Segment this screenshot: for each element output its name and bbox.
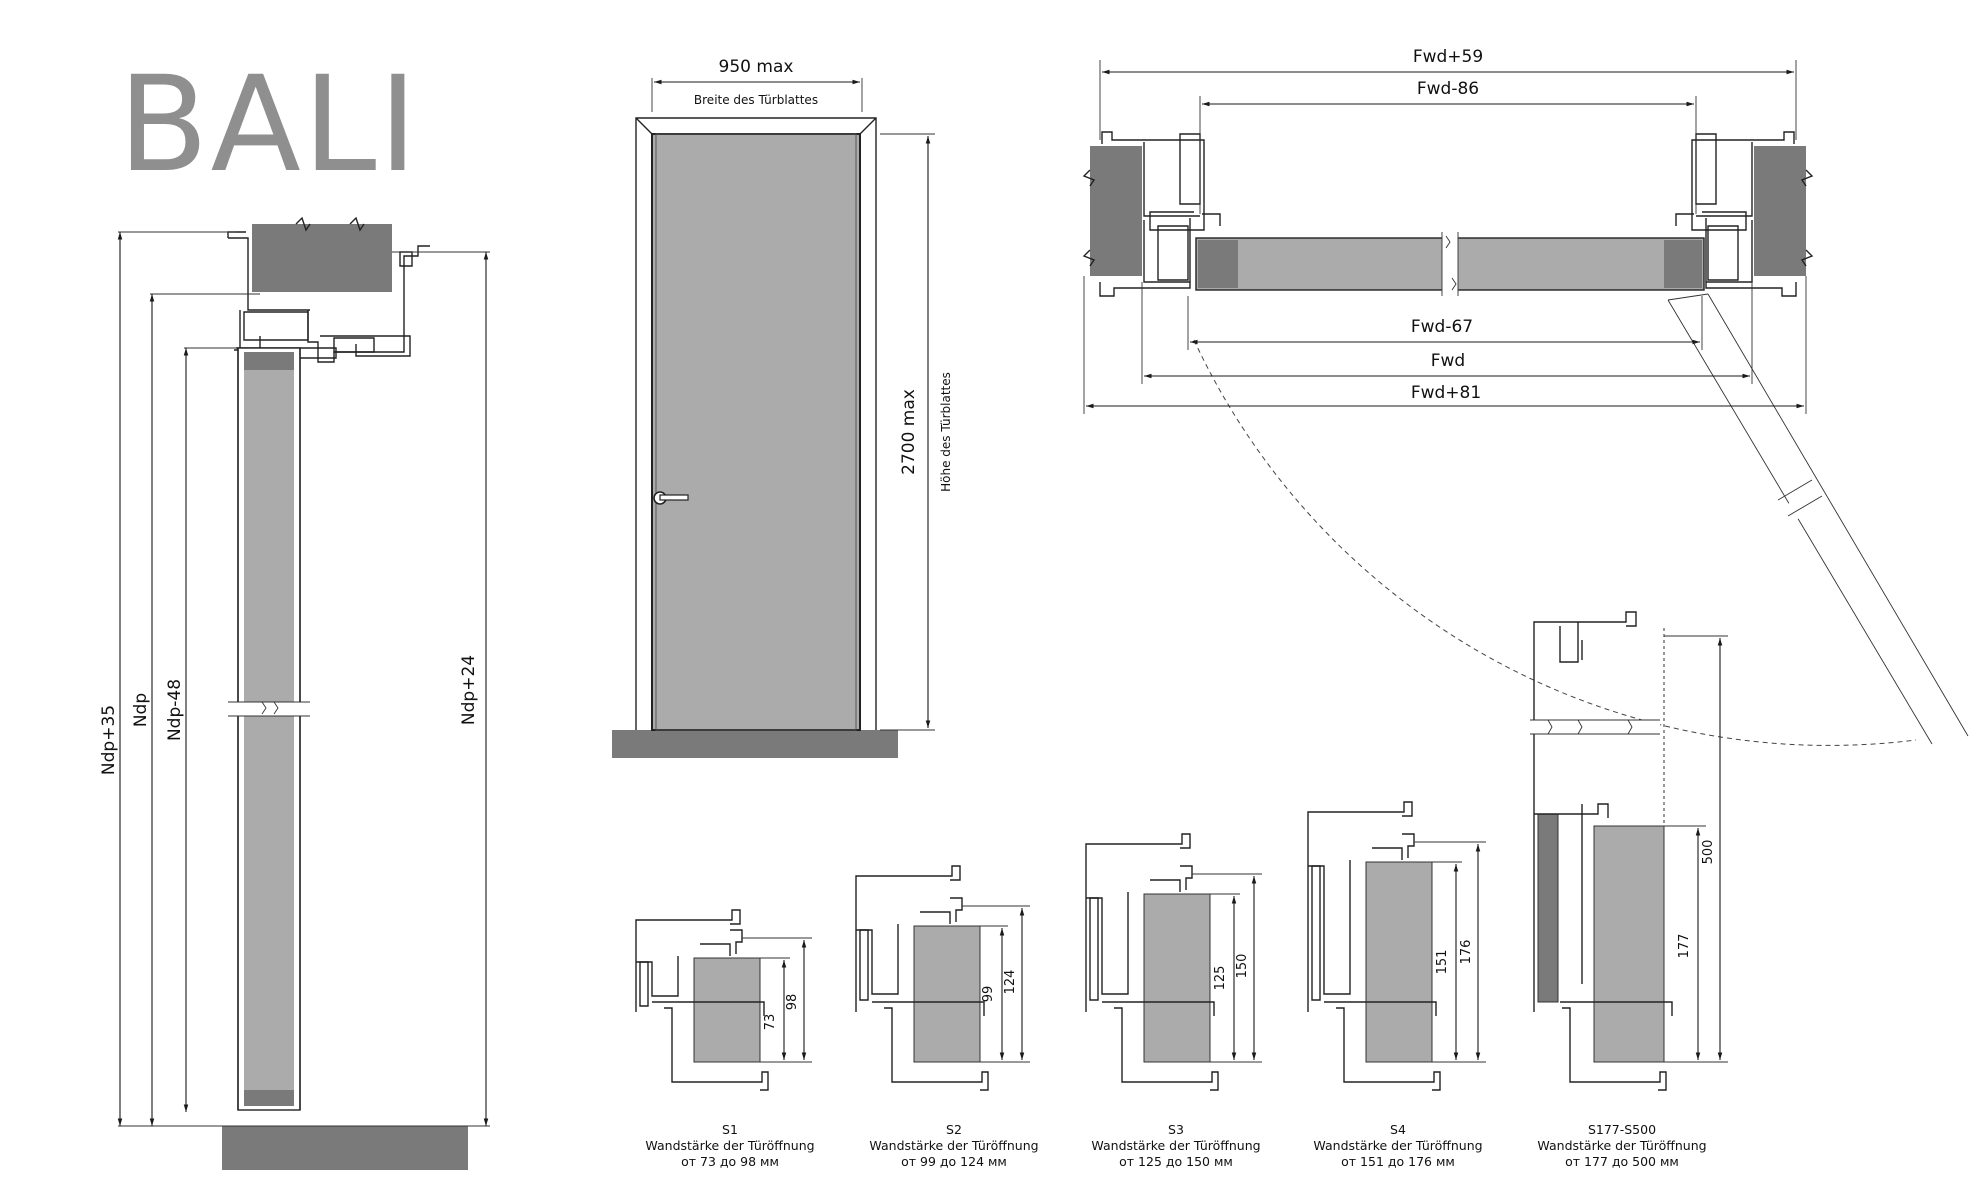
- s177-dim-min: 177: [1677, 934, 1692, 959]
- s4-dim-min: 151: [1435, 950, 1450, 975]
- door-swing-arc: [1193, 339, 1917, 746]
- door-width-caption: Breite des Türblattes: [694, 93, 818, 107]
- s2-code: S2: [946, 1122, 962, 1137]
- s1-range: от 73 до 98 мм: [681, 1154, 779, 1169]
- floor-elevation: [612, 730, 898, 758]
- door-elevation: 950 max Breite des Türblattes 2700 max H…: [612, 57, 953, 758]
- door-width-label: 950 max: [719, 57, 794, 77]
- s2-dim-min: 99: [981, 986, 996, 1003]
- door-height-caption: Höhe des Türblattes: [939, 372, 953, 492]
- s3-range: от 125 до 150 мм: [1119, 1154, 1233, 1169]
- s3-caption: Wandstärke der Türöffnung: [1091, 1138, 1260, 1153]
- s1-dim-max: 98: [785, 994, 800, 1011]
- wall-block-top: [252, 224, 392, 292]
- s3-dim-max: 150: [1235, 954, 1250, 979]
- frame-variant-s2: 99 124 S2 Wandstärke der Türöffnung от 9…: [855, 865, 1039, 1169]
- s4-code: S4: [1390, 1122, 1406, 1137]
- frame-variant-s1: 73 98 S1 Wandstärke der Türöffnung от 73…: [635, 909, 815, 1169]
- s1-caption: Wandstärke der Türöffnung: [645, 1138, 814, 1153]
- dim-fwd-minus-86: Fwd-86: [1417, 79, 1479, 99]
- vertical-section: Ndp+35 Ndp Ndp-48 Ndp+24: [99, 216, 490, 1170]
- door-height-label: 2700 max: [899, 389, 919, 475]
- wall-right: [1754, 146, 1806, 276]
- s2-range: от 99 до 124 мм: [901, 1154, 1007, 1169]
- s1-code: S1: [722, 1122, 738, 1137]
- s4-dim-max: 176: [1459, 940, 1474, 965]
- frame-variant-s177-s500: 177 500 S177-S500 Wandstärke der Türöffn…: [1530, 611, 1728, 1169]
- s3-code: S3: [1168, 1122, 1184, 1137]
- dim-fwd-minus-67: Fwd-67: [1411, 317, 1473, 337]
- dim-ndp-plus-24: Ndp+24: [459, 655, 479, 725]
- wall-left: [1090, 146, 1142, 276]
- s177-code: S177-S500: [1588, 1122, 1656, 1137]
- s177-dim-max: 500: [1701, 840, 1716, 865]
- s177-caption: Wandstärke der Türöffnung: [1537, 1138, 1706, 1153]
- door-leaf: [651, 133, 861, 731]
- dim-ndp-minus-48: Ndp-48: [165, 679, 185, 741]
- s1-dim-min: 73: [763, 1014, 778, 1031]
- s2-dim-max: 124: [1003, 970, 1018, 995]
- s2-caption: Wandstärke der Türöffnung: [869, 1138, 1038, 1153]
- s4-caption: Wandstärke der Türöffnung: [1313, 1138, 1482, 1153]
- frame-variant-s4: 151 176 S4 Wandstärke der Türöffnung от …: [1307, 801, 1486, 1169]
- dim-fwd-plus-59: Fwd+59: [1413, 47, 1483, 67]
- floor: [222, 1126, 468, 1170]
- frame-variant-s3: 125 150 S3 Wandstärke der Türöffnung от …: [1085, 833, 1262, 1169]
- door-leaf-section: [244, 370, 294, 1090]
- plan-view: Fwd+59 Fwd-86 Fwd-67 Fwd Fwd+81: [1082, 47, 1969, 746]
- dim-ndp: Ndp: [131, 693, 151, 727]
- s177-range: от 177 до 500 мм: [1565, 1154, 1679, 1169]
- dim-fwd-plus-81: Fwd+81: [1411, 383, 1481, 403]
- dim-fwd: Fwd: [1431, 351, 1465, 371]
- dim-ndp-plus-35: Ndp+35: [99, 705, 119, 775]
- s4-range: от 151 до 176 мм: [1341, 1154, 1455, 1169]
- brand-title: BALI: [118, 48, 419, 202]
- s3-dim-min: 125: [1213, 966, 1228, 991]
